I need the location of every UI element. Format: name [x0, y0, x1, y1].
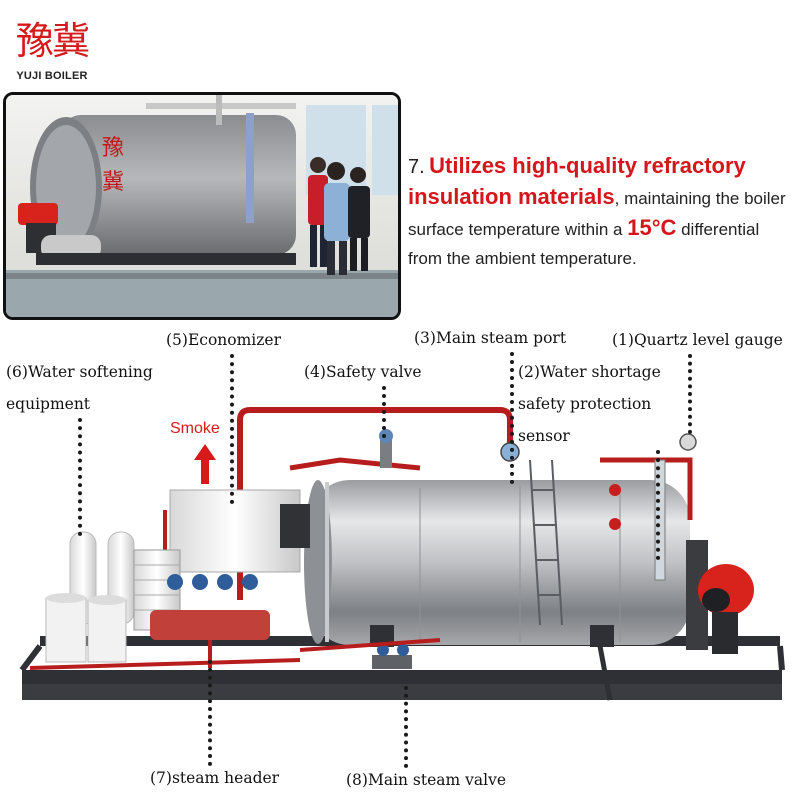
steam-header [29, 574, 301, 670]
label-main-steam-valve: (8)Main steam valve [346, 771, 507, 789]
label-main-steam-port: (3)Main steam port [414, 329, 567, 347]
leader-safety-valve [382, 386, 386, 438]
main-steam-valve-unit [299, 638, 441, 669]
label-water-shortage-1: (2)Water shortage [518, 363, 661, 381]
photo-person-1 [308, 157, 328, 267]
leader-steam-header [208, 660, 212, 766]
brand-seal-logo: 豫 冀 [14, 6, 90, 66]
label-quartz-level-gauge: (1)Quartz level gauge [612, 331, 783, 349]
feature-number: 7. [408, 156, 425, 178]
label-steam-header: (7)steam header [150, 769, 280, 787]
label-water-softening-2: equipment [6, 395, 91, 413]
economizer-unit [163, 489, 310, 573]
leader-water-softening [78, 418, 82, 536]
label-economizer: (5)Economizer [166, 331, 282, 349]
steam-piping [237, 407, 697, 600]
photo-person-2 [324, 162, 350, 275]
photo-boiler-char-2: 冀 [102, 170, 124, 195]
label-water-shortage-3: sensor [518, 427, 570, 445]
photo-boiler-char-1: 豫 [102, 136, 124, 161]
boiler-illustration [0, 400, 800, 730]
feature-temperature: 15°C [627, 215, 677, 240]
burner [686, 540, 754, 654]
feature-highlight: Utilizes high-quality refractory insulat… [408, 153, 746, 209]
label-safety-valve: (4)Safety valve [304, 363, 422, 381]
leader-main-steam-port [510, 352, 514, 484]
smoke-label: Smoke [170, 420, 220, 437]
leader-water-shortage-sensor [656, 450, 660, 560]
feature-text-a: , maintaining the boiler surface tempera… [408, 189, 786, 239]
boiler-shell [304, 459, 690, 647]
leader-main-steam-valve [404, 686, 408, 768]
brand-name: YUJI BOILER [16, 70, 88, 82]
feature-description: 7. Utilizes high-quality refractory insu… [408, 152, 796, 274]
label-water-softening-1: (6)Water softening [6, 363, 153, 381]
boiler-photo: 豫 冀 [3, 92, 401, 320]
leader-quartz-level-gauge [688, 354, 692, 434]
water-softening-tanks [45, 531, 135, 663]
seal-glyph-left: 豫 [16, 19, 54, 63]
photo-person-3 [348, 167, 370, 271]
leader-economizer [230, 354, 234, 504]
smoke-arrow-icon [194, 444, 216, 489]
seal-glyph-right: 冀 [52, 19, 90, 63]
feature-text-b: differential from the ambient temperatur… [408, 220, 760, 268]
label-water-shortage-2: safety protection [518, 395, 652, 413]
